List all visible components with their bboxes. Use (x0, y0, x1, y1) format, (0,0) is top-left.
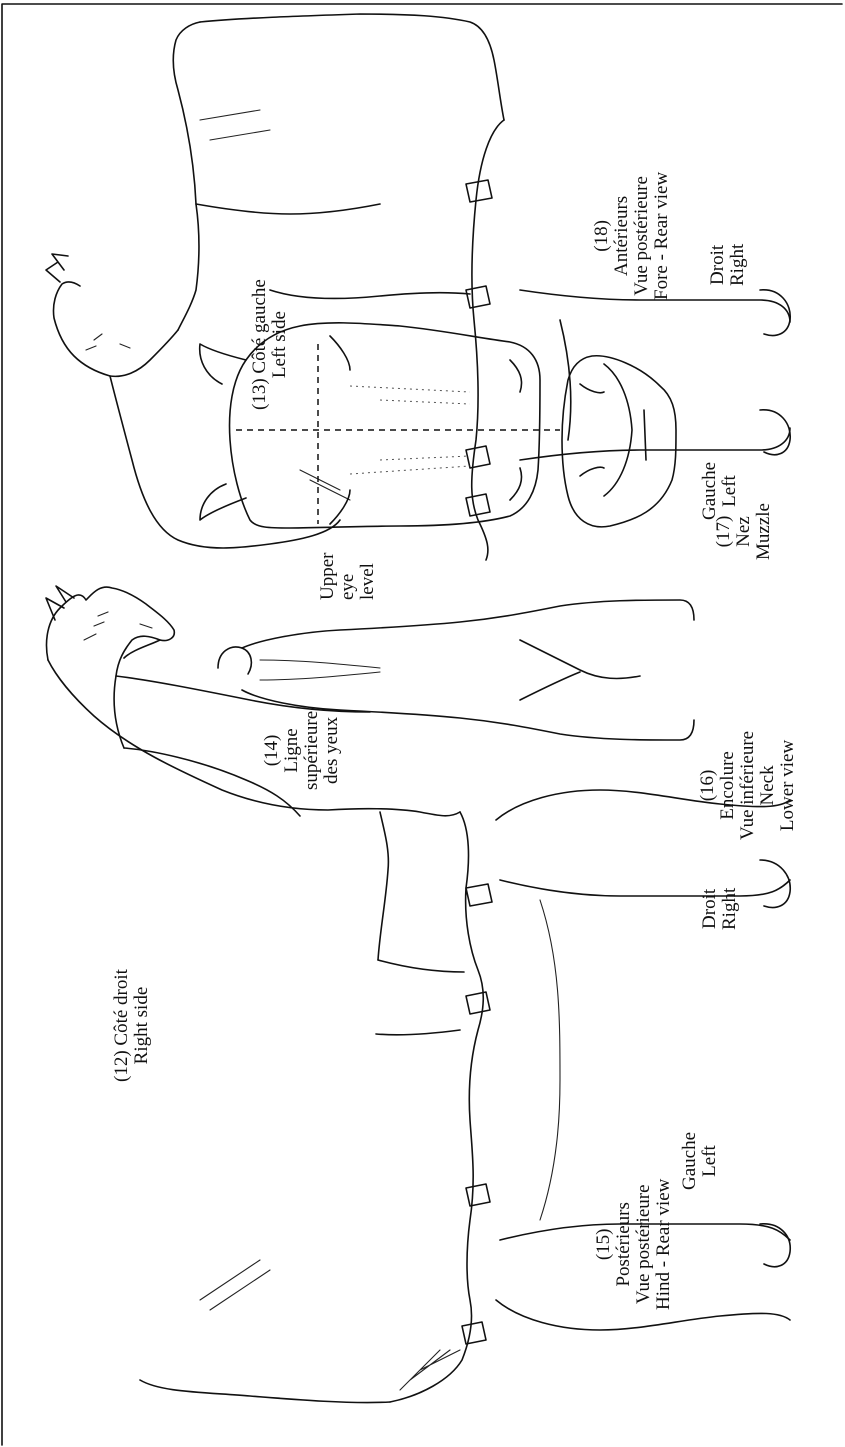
label-eye-line-fr1: Ligne (282, 711, 302, 790)
label-neck-en2: Lower view (778, 731, 798, 840)
label-fore-en: Fore - Rear view (652, 172, 672, 300)
label-right-side-number-fr: (12) Côté droit (112, 969, 132, 1082)
label-upper-eye: Upper eye level (318, 553, 378, 600)
muzzle-drawing (562, 356, 676, 527)
label-eye-line-number: (14) (262, 711, 282, 790)
label-fore-right: Droit Right (708, 244, 748, 286)
label-fore-right-en: Right (728, 244, 748, 286)
label-upper-eye-line2: eye (338, 553, 358, 600)
label-hind-rear: (15) Postérieurs Vue postérieure Hind - … (594, 1179, 674, 1310)
label-neck-number: (16) (698, 731, 718, 840)
label-fore-number: (18) (592, 172, 612, 300)
label-hind-number: (15) (594, 1179, 614, 1310)
label-fore-left: Gauche Left (700, 462, 740, 520)
label-eye-line: (14) Ligne supérieure des yeux (262, 711, 342, 790)
label-right-side: (12) Côté droit Right side (112, 969, 152, 1082)
label-hind-right: Droit Right (700, 888, 740, 930)
label-hind-en: Hind - Rear view (654, 1179, 674, 1310)
label-hind-right-en: Right (720, 888, 740, 930)
label-left-side-en: Left side (270, 279, 290, 410)
label-hind-right-fr: Droit (700, 888, 720, 930)
label-hind-left: Gauche Left (680, 1132, 720, 1190)
label-neck-fr2: Vue inférieure (738, 731, 758, 840)
label-eye-line-fr2: supérieure (302, 711, 322, 790)
label-fore-fr1: Antérieurs (612, 172, 632, 300)
fore-rear-view-drawing (520, 290, 790, 460)
label-neck-en1: Neck (758, 731, 778, 840)
label-fore-left-en: Left (720, 462, 740, 520)
label-fore-left-fr: Gauche (700, 462, 720, 520)
label-neck-lower: (16) Encolure Vue inférieure Neck Lower … (698, 731, 798, 840)
label-neck-fr1: Encolure (718, 731, 738, 840)
label-upper-eye-line1: Upper (318, 553, 338, 600)
label-hind-left-en: Left (700, 1132, 720, 1190)
label-left-side-number-fr: (13) Côté gauche (250, 279, 270, 410)
label-eye-line-fr3: des yeux (322, 711, 342, 790)
label-upper-eye-line3: level (358, 553, 378, 600)
label-fore-right-fr: Droit (708, 244, 728, 286)
label-left-side: (13) Côté gauche Left side (250, 279, 290, 410)
label-hind-fr2: Vue postérieure (634, 1179, 654, 1310)
label-fore-fr2: Vue postérieure (632, 172, 652, 300)
label-right-side-en: Right side (132, 969, 152, 1082)
label-hind-left-fr: Gauche (680, 1132, 700, 1190)
label-hind-fr1: Postérieurs (614, 1179, 634, 1310)
page-border (2, 4, 842, 1445)
label-fore-rear: (18) Antérieurs Vue postérieure Fore - R… (592, 172, 672, 300)
label-muzzle-en: Muzzle (754, 503, 774, 560)
